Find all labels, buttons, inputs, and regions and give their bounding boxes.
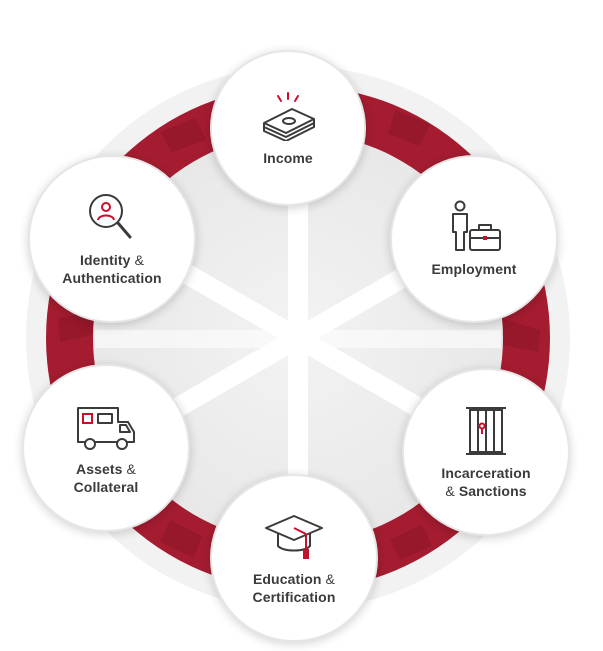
- rv-vehicle-icon: [77, 407, 135, 450]
- magnifier-person-icon: [89, 194, 132, 239]
- ampersand: &: [126, 461, 136, 477]
- certification-label: Certification: [252, 589, 336, 605]
- employment-label: Employment: [431, 261, 517, 277]
- node-income: Income: [210, 50, 366, 206]
- graduation-cap-icon: [265, 515, 323, 559]
- ring-chevrons: [58, 110, 540, 560]
- jail-cell-icon: [466, 407, 506, 455]
- node-identity: Identity & Authentication: [28, 155, 196, 323]
- assets-label-line: Assets &: [74, 460, 139, 478]
- ampersand: &: [445, 483, 455, 499]
- assets-label: Assets: [76, 461, 123, 477]
- identity-label-line: Identity &: [62, 251, 161, 269]
- education-label: Education: [252, 571, 322, 587]
- authentication-label: Authentication: [62, 270, 162, 286]
- node-assets: Assets & Collateral: [22, 364, 190, 532]
- money-stack-icon: [263, 92, 315, 141]
- ampersand: &: [134, 252, 145, 268]
- identity-label: Identity: [79, 252, 131, 268]
- collateral-label: Collateral: [73, 479, 139, 495]
- node-incarceration: Incarceration & Sanctions: [402, 368, 570, 536]
- node-employment: Employment: [390, 155, 558, 323]
- hub-band: [95, 330, 501, 348]
- sanctions-label-line: & Sanctions: [441, 482, 530, 500]
- sanctions-label: Sanctions: [458, 483, 527, 499]
- incarceration-label: Incarceration: [441, 465, 531, 481]
- education-label-line: Education &: [253, 570, 336, 588]
- node-education: Education & Certification: [210, 474, 378, 642]
- income-label: Income: [263, 150, 313, 166]
- ampersand: &: [325, 571, 335, 587]
- person-briefcase-icon: [452, 200, 501, 251]
